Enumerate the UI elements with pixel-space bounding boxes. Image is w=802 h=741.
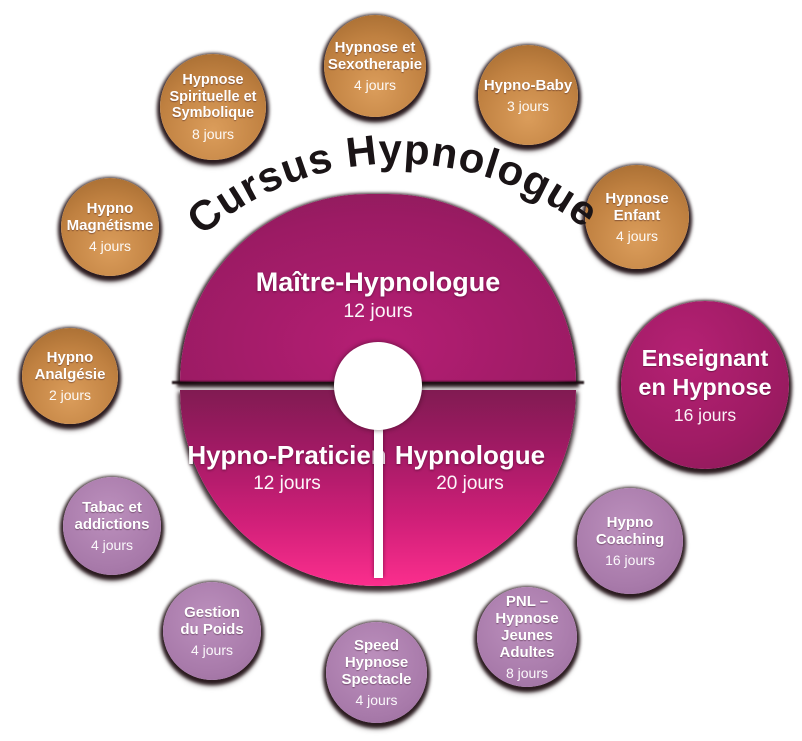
bubble-name: Hypnose Spirituelle et Symbolique <box>169 72 257 122</box>
bubble-hypno-baby[interactable]: Hypno-Baby 3 jours <box>478 45 578 145</box>
bubble-days: 2 jours <box>48 387 92 403</box>
segment-hypnologue[interactable]: Hypnologue 20 jours <box>395 440 545 496</box>
bubble-name: Speed Hypnose Spectacle <box>341 637 412 688</box>
center-hub-circle <box>334 342 422 430</box>
bubble-days: 8 jours <box>191 125 235 142</box>
bubble-name: Gestion du Poids <box>180 604 244 638</box>
central-wheel: Maître-Hypnologue 12 jours Hypno-Pratici… <box>172 194 584 586</box>
bubble-tabac-et-addictions[interactable]: Tabac et addictions 4 jours <box>63 477 161 575</box>
bubble-speed-hypnose-spectacle[interactable]: Speed Hypnose Spectacle 4 jours <box>326 622 427 723</box>
wheel-vertical-divider <box>373 384 383 578</box>
segment-hypno-praticien[interactable]: Hypno-Praticien 12 jours <box>187 440 386 496</box>
segment-name: Hypno-Praticien <box>187 440 387 470</box>
bubble-hypnose-enfant[interactable]: Hypnose Enfant 4 jours <box>585 165 689 269</box>
bubble-days: 8 jours <box>505 665 549 681</box>
segment-days: 12 jours <box>253 473 321 494</box>
segment-name: Hypnologue <box>394 440 546 470</box>
bubble-name: Hypno-Baby <box>483 76 573 94</box>
bubble-days: 4 jours <box>88 238 132 254</box>
bubble-enseignant-en-hypnose[interactable]: Enseignant en Hypnose 16 jours <box>621 301 789 469</box>
segment-maitre-label: Maître-Hypnologue 12 jours <box>180 266 576 324</box>
bubble-name: Hypno Analgésie <box>34 349 106 383</box>
bubble-hypno-analgesie[interactable]: Hypno Analgésie 2 jours <box>22 328 118 424</box>
bubble-days: 4 jours <box>353 77 397 93</box>
bubble-name: PNL – Hypnose Jeunes Adultes <box>495 593 559 661</box>
bubble-pnl-hypnose-jeunes-adultes[interactable]: PNL – Hypnose Jeunes Adultes 8 jours <box>477 587 577 687</box>
bubble-days: 16 jours <box>673 405 737 425</box>
bubble-hypnose-et-sexotherapie[interactable]: Hypnose et Sexotherapie 4 jours <box>324 15 426 117</box>
bubble-days: 4 jours <box>90 537 134 553</box>
bubble-days: 3 jours <box>506 97 550 114</box>
bubble-name: Tabac et addictions <box>74 499 150 533</box>
bubble-hypnose-spirituelle-et-symbolique[interactable]: Hypnose Spirituelle et Symbolique 8 jour… <box>160 54 266 160</box>
bubble-name: Hypnose Enfant <box>605 190 669 224</box>
bubble-days: 4 jours <box>615 228 659 244</box>
bubble-days: 4 jours <box>190 642 234 658</box>
segment-days: 20 jours <box>436 473 504 494</box>
bubble-name: Enseignant en Hypnose <box>638 345 772 400</box>
segment-days: 12 jours <box>343 300 413 322</box>
bubble-days: 16 jours <box>605 552 655 568</box>
bubble-hypno-magnetisme[interactable]: Hypno Magnétisme 4 jours <box>61 178 159 276</box>
segment-name: Maître-Hypnologue <box>255 267 501 297</box>
bubble-hypno-coaching[interactable]: Hypno Coaching 16 jours <box>577 488 683 594</box>
bubble-name: Hypno Magnétisme <box>66 200 154 234</box>
bubble-days: 4 jours <box>355 692 398 708</box>
bubble-name: Hypnose et Sexotherapie <box>327 39 423 73</box>
bubble-name: Hypno Coaching <box>595 514 665 548</box>
bubble-gestion-du-poids[interactable]: Gestion du Poids 4 jours <box>163 582 261 680</box>
